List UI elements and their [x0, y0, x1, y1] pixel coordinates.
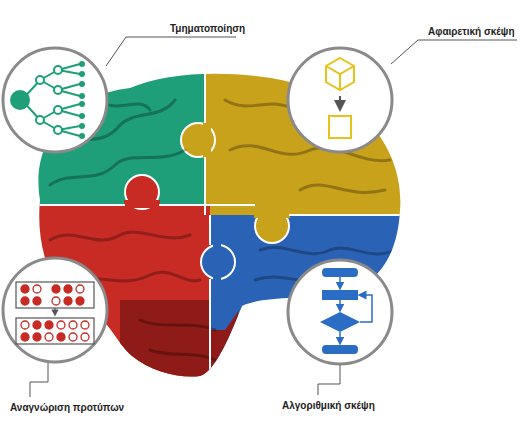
leader-lines — [30, 37, 517, 397]
flowchart-icon — [320, 268, 372, 354]
caption-label: Αφαιρετική σκέψη — [428, 26, 515, 38]
caption-label: Αναγνώριση προτύπων — [10, 402, 124, 414]
icon-circles — [3, 48, 392, 364]
caption-label: Αλγοριθμική σκέψη — [282, 400, 375, 412]
caption-label: Τμηματοποίηση — [170, 23, 245, 35]
cube-icon — [326, 58, 354, 138]
brain — [0, 0, 428, 423]
tree-icon — [22, 64, 80, 136]
pattern-icon — [16, 282, 94, 344]
